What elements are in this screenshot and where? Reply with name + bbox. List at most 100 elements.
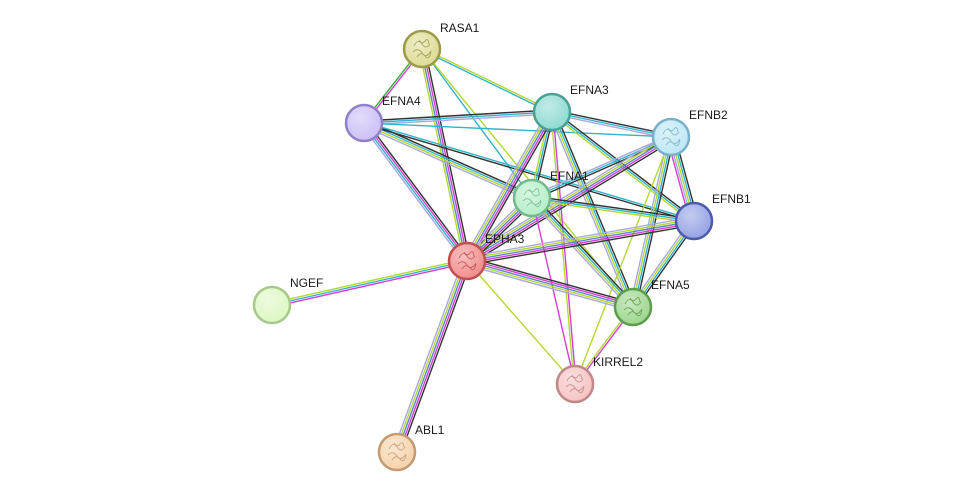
edge-evidence-line (550, 113, 672, 140)
edge-evidence-line (394, 259, 466, 453)
edge-EFNB2-EFNA5[interactable] (629, 135, 675, 309)
edge-layer (270, 47, 699, 455)
node-label: ABL1 (415, 423, 445, 437)
edge-evidence-line (464, 110, 551, 261)
edge-evidence-line (531, 199, 695, 224)
node-label: EPHA3 (485, 232, 525, 246)
edge-EFNA1-KIRREL2[interactable] (531, 197, 576, 385)
node-label: EFNB2 (689, 108, 728, 122)
edge-evidence-line (271, 262, 469, 308)
edge-evidence-line (420, 49, 553, 114)
edge-evidence-line (530, 134, 671, 197)
edge-evidence-line (400, 261, 472, 455)
protein-structure-icon (412, 39, 432, 59)
node-EFNA3[interactable]: EFNA3 (532, 83, 609, 132)
edge-EPHA3-EFNA5[interactable] (465, 256, 635, 312)
edge-evidence-line (396, 260, 468, 453)
node-label: EFNA1 (550, 169, 589, 183)
node-circle[interactable] (252, 285, 292, 325)
edge-evidence-line (363, 122, 672, 138)
edge-EPHA3-KIRREL2[interactable] (466, 260, 576, 385)
edge-EFNA4-EFNB1[interactable] (363, 121, 695, 223)
edge-evidence-line (531, 197, 576, 385)
edge-EFNB1-EPHA3[interactable] (465, 216, 696, 266)
protein-structure-icon (387, 442, 407, 462)
edge-evidence-line (362, 123, 533, 200)
node-circle[interactable] (377, 432, 417, 472)
protein-structure-icon (623, 297, 643, 317)
node-circle[interactable] (555, 364, 595, 404)
edge-evidence-line (468, 139, 674, 266)
node-EFNB1[interactable]: EFNB1 (674, 192, 751, 241)
edge-evidence-line (466, 224, 696, 266)
node-circle[interactable] (402, 29, 442, 69)
edge-evidence-line (362, 125, 532, 202)
edge-evidence-line (271, 260, 468, 306)
edge-EFNA3-EFNB2[interactable] (550, 109, 673, 140)
node-EFNA5[interactable]: EFNA5 (613, 278, 690, 327)
edge-evidence-line (424, 47, 471, 262)
node-label: NGEF (290, 276, 323, 290)
edge-EFNA4-EFNA3[interactable] (363, 109, 553, 126)
edge-EPHA3-NGEF[interactable] (270, 258, 469, 308)
edge-evidence-line (466, 222, 696, 264)
edge-evidence-line (422, 48, 469, 262)
node-circle[interactable] (613, 287, 653, 327)
edge-evidence-line (418, 48, 465, 263)
edge-evidence-line (465, 218, 695, 260)
edge-evidence-line (398, 260, 470, 454)
node-ABL1[interactable]: ABL1 (377, 423, 445, 472)
node-circle[interactable] (674, 201, 714, 241)
edge-evidence-line (363, 111, 553, 124)
edge-evidence-line (550, 112, 694, 224)
edge-evidence-line (270, 258, 468, 304)
node-circle[interactable] (512, 178, 552, 218)
edge-evidence-line (635, 136, 675, 309)
node-circle[interactable] (532, 92, 572, 132)
edge-EFNB2-KIRREL2[interactable] (574, 136, 672, 385)
node-KIRREL2[interactable]: KIRREL2 (555, 355, 643, 404)
node-EPHA3[interactable]: EPHA3 (447, 232, 525, 281)
node-label: EFNA5 (651, 278, 690, 292)
node-label: EFNA4 (382, 94, 421, 108)
edge-evidence-line (633, 136, 673, 308)
edge-EFNA1-EFNB1[interactable] (531, 195, 695, 224)
edge-EFNA4-EFNA1[interactable] (362, 119, 534, 202)
node-EFNA4[interactable]: EFNA4 (344, 94, 421, 143)
edge-evidence-line (531, 197, 695, 222)
edge-RASA1-EFNA1[interactable] (421, 48, 533, 199)
edge-EFNA4-EPHA3[interactable] (360, 120, 471, 264)
edge-evidence-line (421, 47, 554, 112)
edge-evidence-line (464, 132, 670, 259)
node-circle[interactable] (447, 241, 487, 281)
node-NGEF[interactable]: NGEF (252, 276, 323, 325)
edge-evidence-line (466, 220, 695, 262)
edge-evidence-line (465, 134, 671, 260)
edge-evidence-line (363, 109, 553, 122)
edge-evidence-line (468, 112, 555, 263)
node-label: RASA1 (440, 21, 480, 35)
edge-evidence-line (551, 111, 672, 138)
edge-evidence-line (631, 136, 671, 308)
node-EFNB2[interactable]: EFNB2 (651, 108, 728, 157)
edge-evidence-line (465, 216, 695, 258)
edge-evidence-line (529, 199, 632, 310)
edge-RASA1-EFNA3[interactable] (420, 47, 554, 114)
node-circle[interactable] (344, 103, 384, 143)
node-circle[interactable] (651, 117, 691, 157)
node-label: EFNB1 (712, 192, 751, 206)
edge-EFNA4-EFNB2[interactable] (363, 122, 672, 138)
edge-evidence-line (360, 124, 466, 264)
node-RASA1[interactable]: RASA1 (402, 21, 480, 69)
node-EFNA1[interactable]: EFNA1 (512, 169, 589, 218)
node-label: KIRREL2 (593, 355, 643, 369)
protein-structure-icon (661, 127, 681, 147)
edge-EPHA3-ABL1[interactable] (392, 258, 472, 455)
edge-evidence-line (421, 48, 533, 199)
edge-evidence-line (533, 195, 636, 306)
edge-EFNA1-EFNA5[interactable] (529, 195, 636, 310)
edge-evidence-line (363, 121, 534, 198)
edge-evidence-line (466, 260, 576, 385)
edge-evidence-line (466, 258, 635, 306)
